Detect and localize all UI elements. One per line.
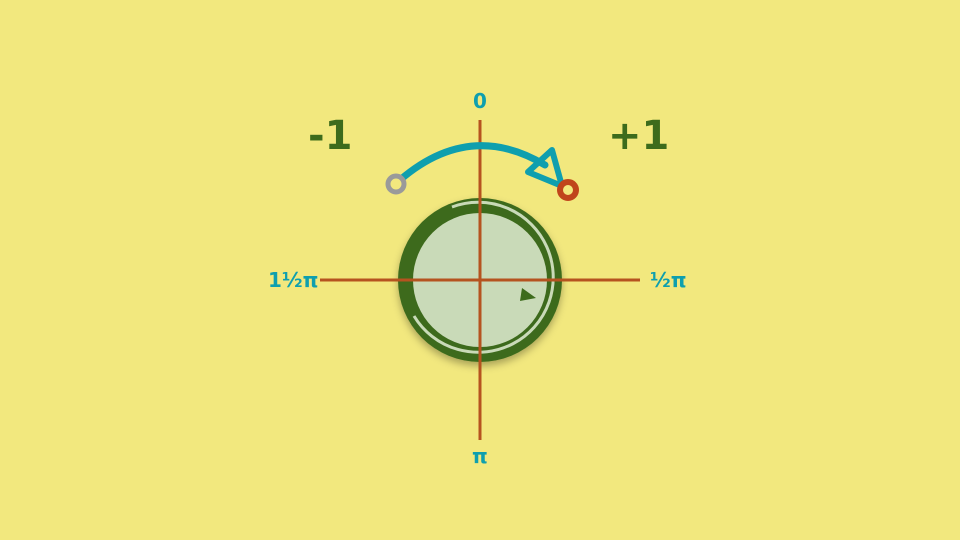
- label-plus-one: +1: [608, 113, 670, 159]
- curved-arrow-icon: [396, 142, 565, 189]
- start-marker-icon: [385, 173, 407, 195]
- knob-pointer-icon: [520, 288, 536, 301]
- label-left-one-half-pi: 1½π: [268, 268, 319, 292]
- arrow-arc: [396, 142, 549, 184]
- label-minus-one: -1: [308, 113, 353, 159]
- label-top-zero: 0: [473, 89, 487, 113]
- label-right-half-pi: ½π: [650, 268, 687, 292]
- knob-track-arc: [412, 200, 555, 354]
- end-marker-icon: [557, 179, 579, 201]
- arrow-head-icon: [525, 147, 565, 189]
- label-bottom-pi: π: [472, 444, 488, 468]
